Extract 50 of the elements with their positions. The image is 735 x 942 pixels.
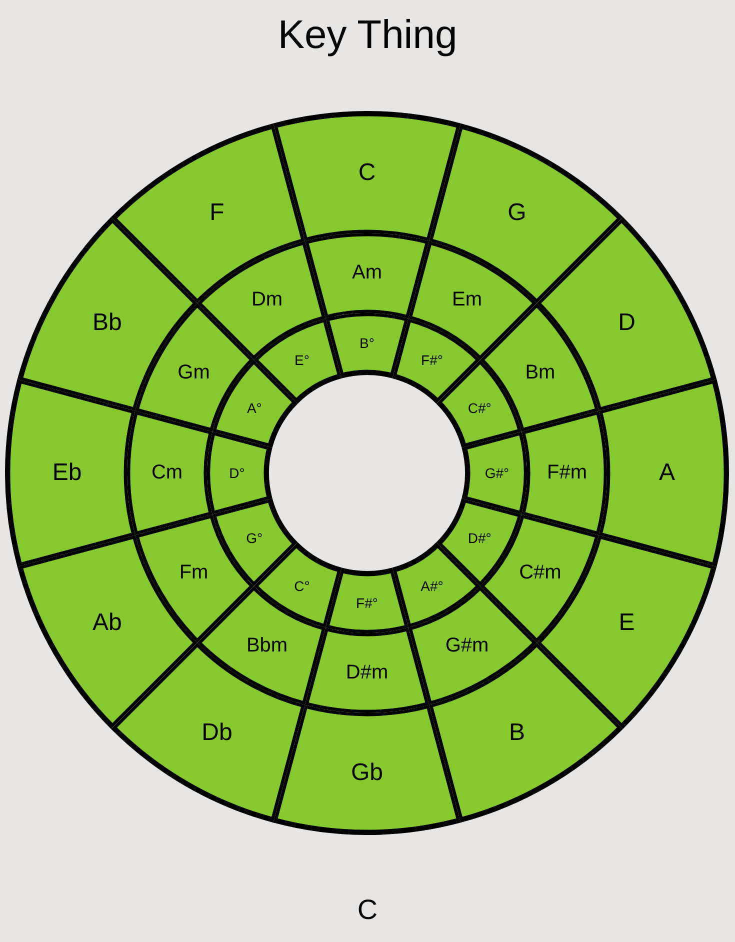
key-name: G: [508, 199, 526, 227]
key-name: C#m: [519, 562, 562, 584]
key-name: F#m: [547, 462, 587, 484]
key-name: Bm: [525, 362, 556, 384]
key-name: D#°: [468, 530, 492, 546]
ring-segment: [325, 567, 409, 633]
key-name: Gm: [178, 362, 210, 384]
ring-segment: [461, 431, 527, 515]
ring-segment: [127, 410, 213, 536]
ring-segment: [304, 627, 430, 713]
key-name: D#m: [346, 662, 388, 684]
ring-segment: [253, 542, 342, 628]
key-name: E°: [294, 352, 310, 368]
ring-segment: [521, 410, 607, 536]
key-name: G°: [246, 530, 263, 546]
key-name: Eb: [52, 459, 82, 487]
key-label: C: [357, 893, 378, 927]
key-name: B: [509, 719, 525, 747]
key-name: C: [358, 159, 376, 187]
ring-segment: [207, 431, 273, 515]
key-name: A: [659, 459, 675, 487]
ring-segment: [253, 318, 342, 404]
key-name: F#°: [421, 352, 443, 368]
key-name: G#m: [445, 634, 489, 658]
key-name: Dm: [251, 288, 283, 312]
ring-segment: [392, 542, 481, 628]
key-name: F#°: [356, 594, 378, 612]
ring-segment: [304, 233, 430, 319]
key-name: D°: [229, 464, 245, 482]
ring-segment: [392, 318, 481, 404]
ring-segment: [325, 313, 409, 379]
key-name: F: [210, 199, 224, 227]
key-name: Fm: [179, 562, 208, 584]
key-name: G#°: [484, 464, 510, 482]
key-name: Em: [452, 288, 482, 312]
key-name: Bb: [92, 309, 122, 337]
key-name: A°: [246, 400, 262, 416]
key-name: C°: [294, 578, 310, 594]
key-name: B°: [360, 334, 374, 352]
key-name: E: [618, 609, 635, 637]
key-name: Am: [352, 262, 382, 284]
key-name: Cm: [151, 462, 183, 484]
key-name: Ab: [92, 609, 122, 637]
key-name: Bbm: [246, 634, 288, 658]
key-name: Gb: [351, 759, 383, 787]
key-name: Db: [202, 719, 232, 747]
key-name: D: [618, 309, 636, 337]
key-name: A#°: [420, 578, 444, 594]
key-name: C#°: [468, 400, 492, 416]
title: Key Thing: [278, 12, 458, 59]
